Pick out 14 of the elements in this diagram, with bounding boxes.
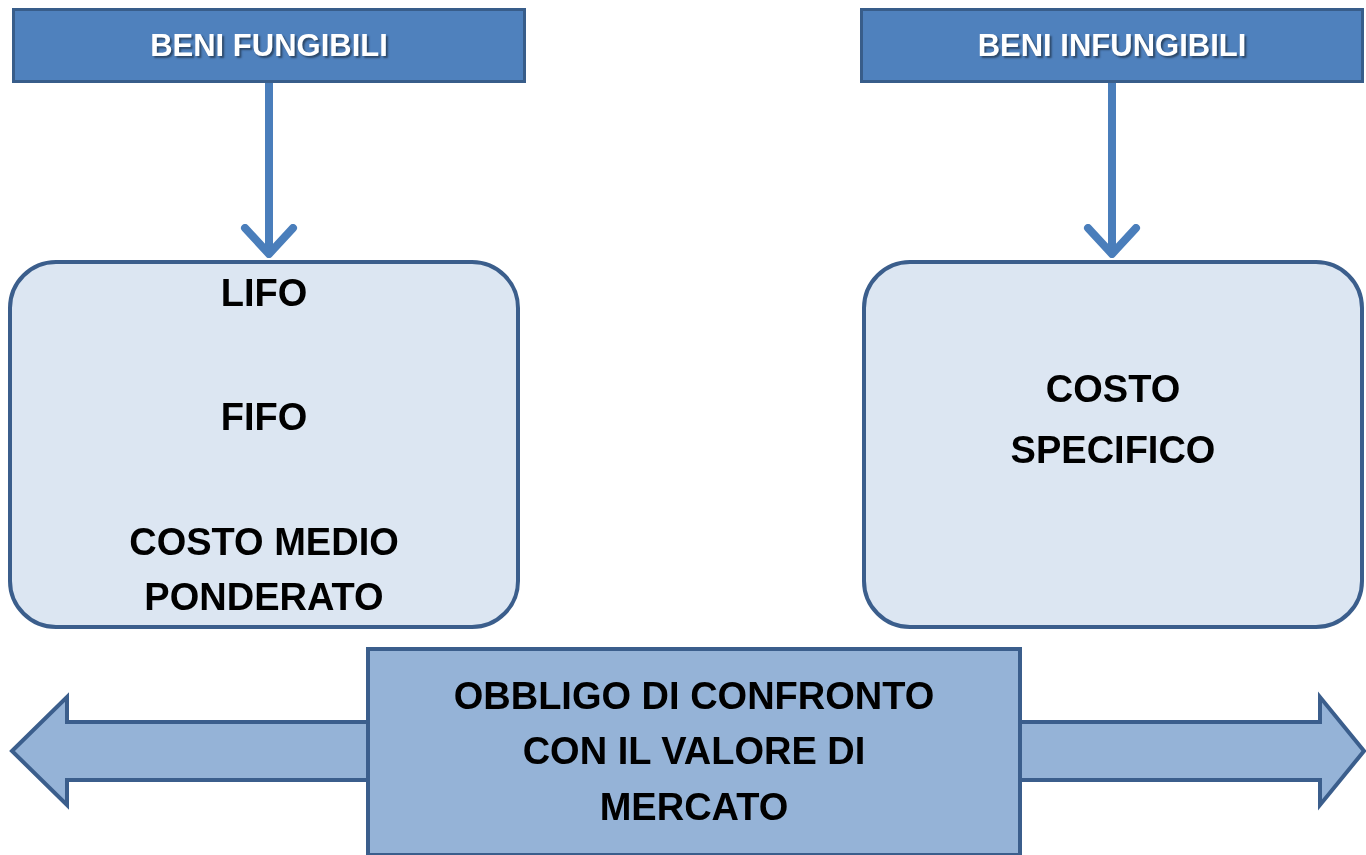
- box-label: COSTO MEDIO PONDERATO: [128, 519, 400, 620]
- box-label: OBBLIGO DI CONFRONTO CON IL VALORE DI MERCATO: [452, 674, 936, 830]
- header-box: [860, 8, 1364, 83]
- arrow: [1084, 83, 1140, 258]
- box-label: LIFO: [220, 271, 308, 316]
- box-label: BENI FUNGIBILI: [150, 27, 388, 64]
- box-label: COSTO SPECIFICO: [1009, 366, 1217, 473]
- banner-box: [366, 647, 1022, 855]
- rounded-box: [8, 260, 520, 629]
- header-box: [12, 8, 526, 83]
- arrow: [241, 83, 297, 258]
- box-label: FIFO: [220, 395, 308, 441]
- rounded-box: [862, 260, 1364, 629]
- box-label: BENI INFUNGIBILI: [977, 27, 1247, 64]
